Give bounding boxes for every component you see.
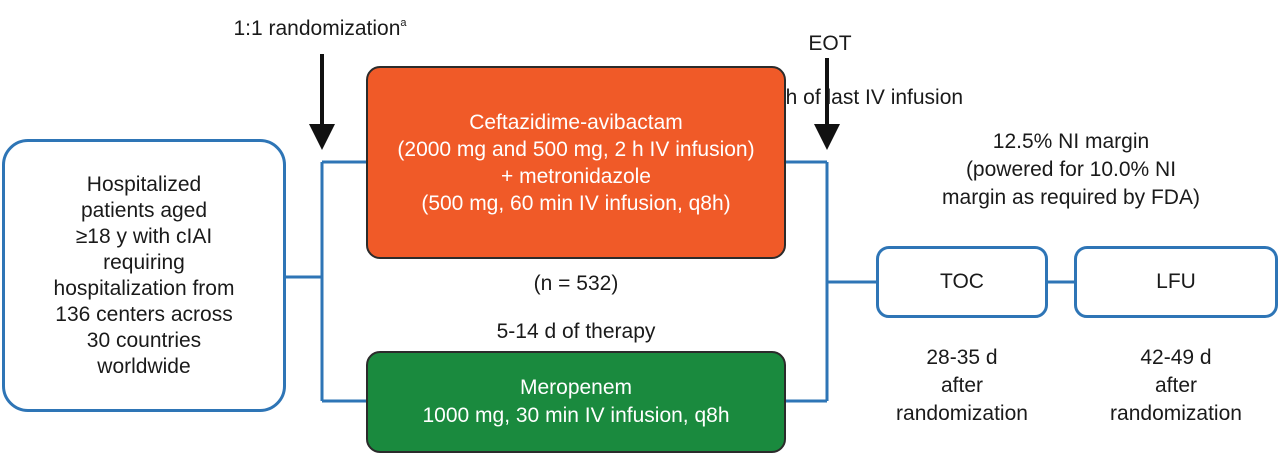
meropenem-arm-box: Meropenem 1000 mg, 30 min IV infusion, q… <box>366 351 786 453</box>
randomization-label: 1:1 randomizationa <box>233 17 407 40</box>
toc-timing-label: 28-35 d after randomization <box>896 346 1028 425</box>
caz-arm-sample-size: (n = 532) <box>533 272 619 295</box>
randomization-arrow <box>309 54 335 150</box>
ceftazidime-avibactam-arm-box: Ceftazidime-avibactam (2000 mg and 500 m… <box>366 66 786 259</box>
patient-population-box: Hospitalized patients aged ≥18 y with cI… <box>2 139 286 412</box>
lfu-visit-box: LFU <box>1074 246 1278 318</box>
ni-margin-label: 12.5% NI margin (powered for 10.0% NI ma… <box>942 130 1200 209</box>
lfu-timing-label: 42-49 d after randomization <box>1110 346 1242 425</box>
therapy-duration-label: 5-14 d of therapy <box>496 320 656 343</box>
eot-arrow <box>814 58 840 150</box>
eot-title: EOT <box>808 32 852 55</box>
toc-visit-box: TOC <box>876 246 1048 318</box>
randomization-footnote: a <box>400 17 407 29</box>
